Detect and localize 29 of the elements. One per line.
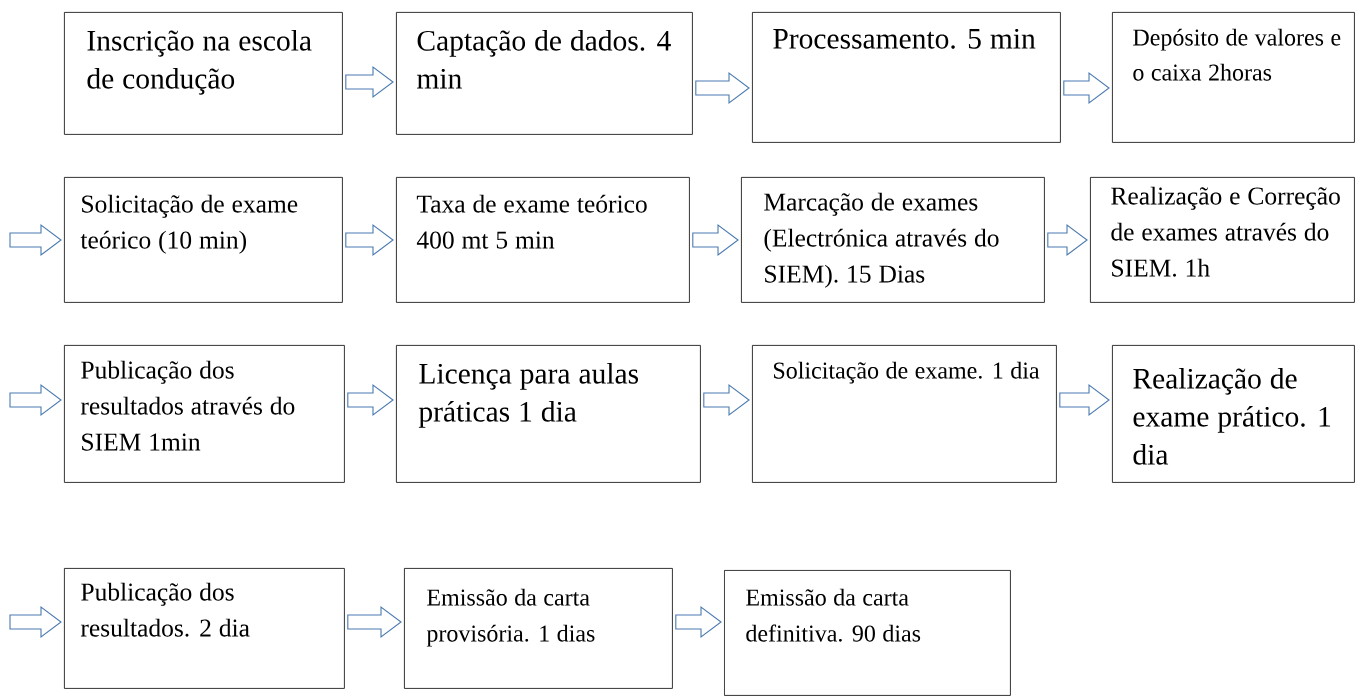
block-arrow: [1047, 223, 1088, 257]
block-arrow: [347, 383, 394, 417]
block-arrow: [345, 223, 394, 257]
process-box: Depósito de valores e o caixa 2horas: [1112, 12, 1355, 143]
process-box: Licença para aulas práticas 1 dia: [396, 345, 701, 483]
block-arrow: [9, 223, 62, 257]
process-box: Realização de exame prático. 1 dia: [1112, 345, 1355, 483]
process-box: Captação de dados. 4 min: [396, 12, 693, 135]
process-box: Marcação de exames (Electrónica através do SIEM). 15 Dias: [741, 177, 1045, 303]
process-box: Processamento. 5 min: [752, 12, 1061, 143]
process-box: Emissão da carta provisória. 1 dias: [404, 568, 673, 689]
block-arrow: [692, 223, 739, 257]
process-box: Taxa de exame teórico 400 mt 5 min: [396, 177, 690, 303]
block-arrow: [9, 605, 62, 639]
process-box: Solicitação de exame teórico (10 min): [64, 177, 343, 303]
block-arrow: [347, 605, 402, 639]
process-box: Solicitação de exame. 1 dia: [752, 345, 1057, 483]
block-arrow: [1059, 383, 1110, 417]
block-arrow: [345, 65, 394, 99]
block-arrow: [695, 71, 750, 105]
block-arrow: [1063, 71, 1110, 105]
process-box: Emissão da carta definitiva. 90 dias: [724, 570, 1011, 696]
block-arrow: [9, 383, 62, 417]
block-arrow: [675, 605, 722, 639]
process-box: Inscrição na escola de condução: [64, 12, 343, 135]
process-box: Publicação dos resultados. 2 dia: [64, 568, 345, 689]
process-box: Publicação dos resultados através do SIEM 1min: [64, 345, 345, 483]
process-box: Realização e Correção de exames através do SIEM. 1h: [1090, 177, 1355, 303]
block-arrow: [703, 383, 750, 417]
